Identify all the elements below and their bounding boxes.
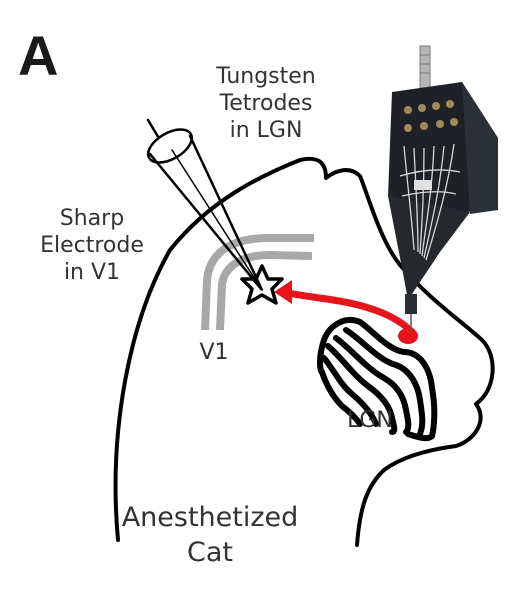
tetrodes-label-line-3: in LGN xyxy=(229,117,303,143)
lgn-label: LGN xyxy=(347,408,393,433)
sharp-electrode xyxy=(146,118,264,291)
electrode-label: Sharp Electrode in V1 xyxy=(28,206,156,286)
electrode-label-line-2: Electrode xyxy=(40,232,144,258)
subject-label: Anesthetized Cat xyxy=(100,500,320,570)
panel-letter: A xyxy=(18,24,59,87)
subject-label-line-1: Anesthetized xyxy=(121,502,299,533)
tetrode-drive-device xyxy=(388,45,498,332)
tetrodes-label-line-1: Tungsten xyxy=(216,64,316,89)
subject-label-line-2: Cat xyxy=(187,537,233,569)
electrode-label-line-3: in V1 xyxy=(63,259,121,285)
tetrodes-label-line-2: Tetrodes xyxy=(219,90,313,116)
tetrodes-label: Tungsten Tetrodes in LGN xyxy=(196,64,336,144)
cat-head-outline xyxy=(113,156,495,547)
v1-label: V1 xyxy=(199,340,229,365)
electrode-label-line-1: Sharp xyxy=(59,206,125,231)
lgn-v1-projection xyxy=(274,280,418,344)
lgn-structure xyxy=(317,317,438,442)
v1-neuron-star xyxy=(240,264,284,305)
